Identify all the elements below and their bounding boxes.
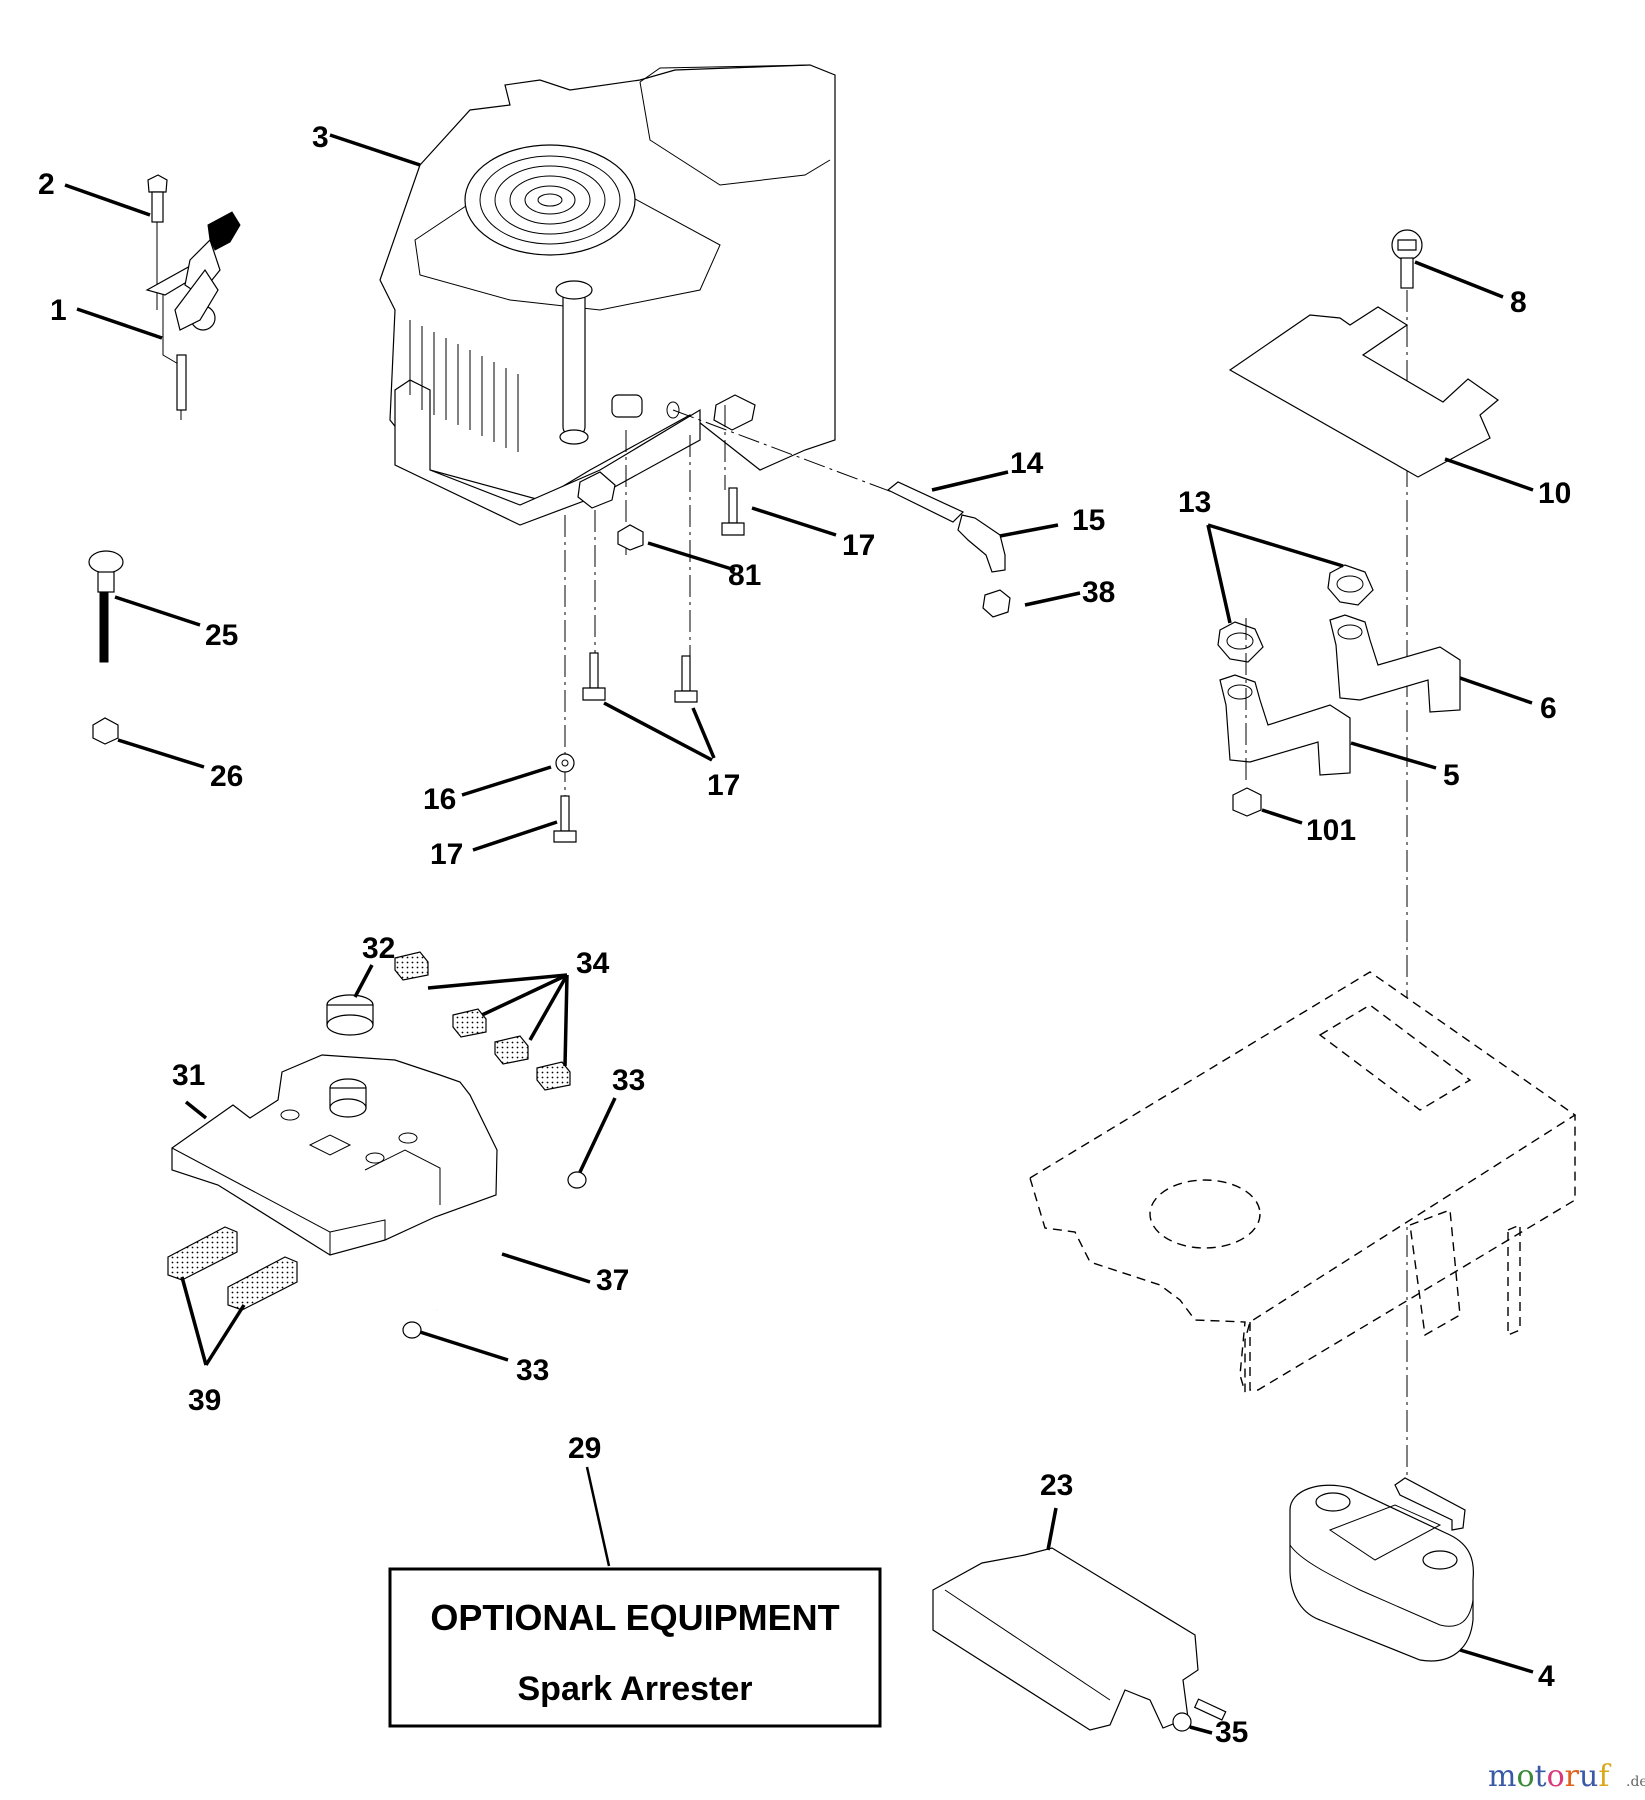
callout-25: 25	[205, 619, 238, 652]
callout-5: 5	[1443, 759, 1460, 792]
part-10-heat-shield	[1228, 306, 1499, 478]
part-37-fuel-line	[435, 1187, 565, 1313]
chassis-frame-reference	[1029, 971, 1577, 1393]
callout-23: 23	[1040, 1469, 1073, 1502]
callout-101: 101	[1306, 814, 1356, 847]
part-5-exhaust-pipe	[1219, 674, 1351, 776]
watermark-letter: r	[1565, 1759, 1580, 1794]
callout-16: 16	[423, 783, 456, 816]
callout-31: 31	[172, 1059, 205, 1092]
watermark-letter: u	[1579, 1759, 1598, 1794]
optional-equipment-box: OPTIONAL EQUIPMENT Spark Arrester	[388, 1567, 882, 1728]
callout-32: 32	[362, 932, 395, 965]
callout-15: 15	[1072, 504, 1105, 537]
part-8-bolt	[1391, 229, 1423, 289]
part-23-muffler-guard	[932, 1547, 1199, 1731]
callout-3: 3	[312, 121, 329, 154]
optional-equipment-title: OPTIONAL EQUIPMENT	[430, 1597, 839, 1638]
part-14-nipple	[886, 481, 965, 523]
callout-4: 4	[1538, 1660, 1555, 1693]
callout-38: 38	[1082, 576, 1115, 609]
watermark-letter: m	[1488, 1759, 1516, 1794]
part-38-plug	[982, 589, 1011, 618]
callout-35: 35	[1215, 1716, 1248, 1749]
part-81-nut	[617, 524, 644, 551]
part-101-nut	[1232, 787, 1262, 817]
callout-33-a: 33	[612, 1064, 645, 1097]
callout-34: 34	[576, 947, 610, 980]
part-17-bolt-a	[721, 487, 745, 536]
callout-29: 29	[568, 1432, 601, 1465]
callout-6: 6	[1540, 692, 1557, 725]
part-31-fuel-tank	[171, 1054, 498, 1256]
callout-81: 81	[728, 559, 761, 592]
part-17-bolt-c	[674, 655, 698, 703]
watermark-letter: f	[1598, 1759, 1611, 1794]
callout-10: 10	[1538, 477, 1571, 510]
part-2-screw	[147, 174, 168, 223]
part-6-exhaust-pipe	[1329, 614, 1461, 713]
part-32-fuel-cap	[326, 994, 374, 1036]
callout-37: 37	[596, 1264, 629, 1297]
part-4-muffler	[1289, 1477, 1475, 1662]
part-35-screw	[1172, 1698, 1227, 1732]
part-25-choke-knob	[88, 550, 124, 663]
part-15-elbow	[957, 514, 1006, 573]
callout-8: 8	[1510, 286, 1527, 319]
watermark-letter: o	[1516, 1759, 1534, 1794]
callout-17-a: 17	[842, 529, 875, 562]
callout-2: 2	[38, 168, 55, 201]
part-3-engine	[379, 64, 836, 526]
callout-1: 1	[50, 294, 67, 327]
part-1-throttle-control	[145, 190, 241, 420]
part-39-pads	[167, 1226, 298, 1311]
part-13-gaskets	[1217, 564, 1374, 663]
part-26-nut	[92, 717, 119, 745]
callout-26: 26	[210, 760, 243, 793]
callout-14: 14	[1010, 447, 1044, 480]
watermark-motoruf: motoruf .de	[1488, 1759, 1645, 1794]
watermark-text: motoruf	[1488, 1759, 1611, 1794]
part-34-pads	[394, 951, 571, 1091]
part-17-bolt-b	[582, 652, 606, 701]
watermark-letter: o	[1547, 1759, 1565, 1794]
callout-13: 13	[1178, 486, 1211, 519]
watermark-letter: t	[1535, 1759, 1547, 1794]
part-33-clamps	[402, 1171, 587, 1339]
callout-17-b: 17	[707, 769, 740, 802]
part-16-washer	[555, 753, 575, 773]
callout-33-b: 33	[516, 1354, 549, 1387]
watermark-suffix: .de	[1626, 1774, 1645, 1790]
callout-39: 39	[188, 1384, 221, 1417]
callout-17-c: 17	[430, 838, 463, 871]
part-17-bolt-d	[553, 795, 577, 843]
spark-arrester-label: Spark Arrester	[518, 1670, 753, 1708]
